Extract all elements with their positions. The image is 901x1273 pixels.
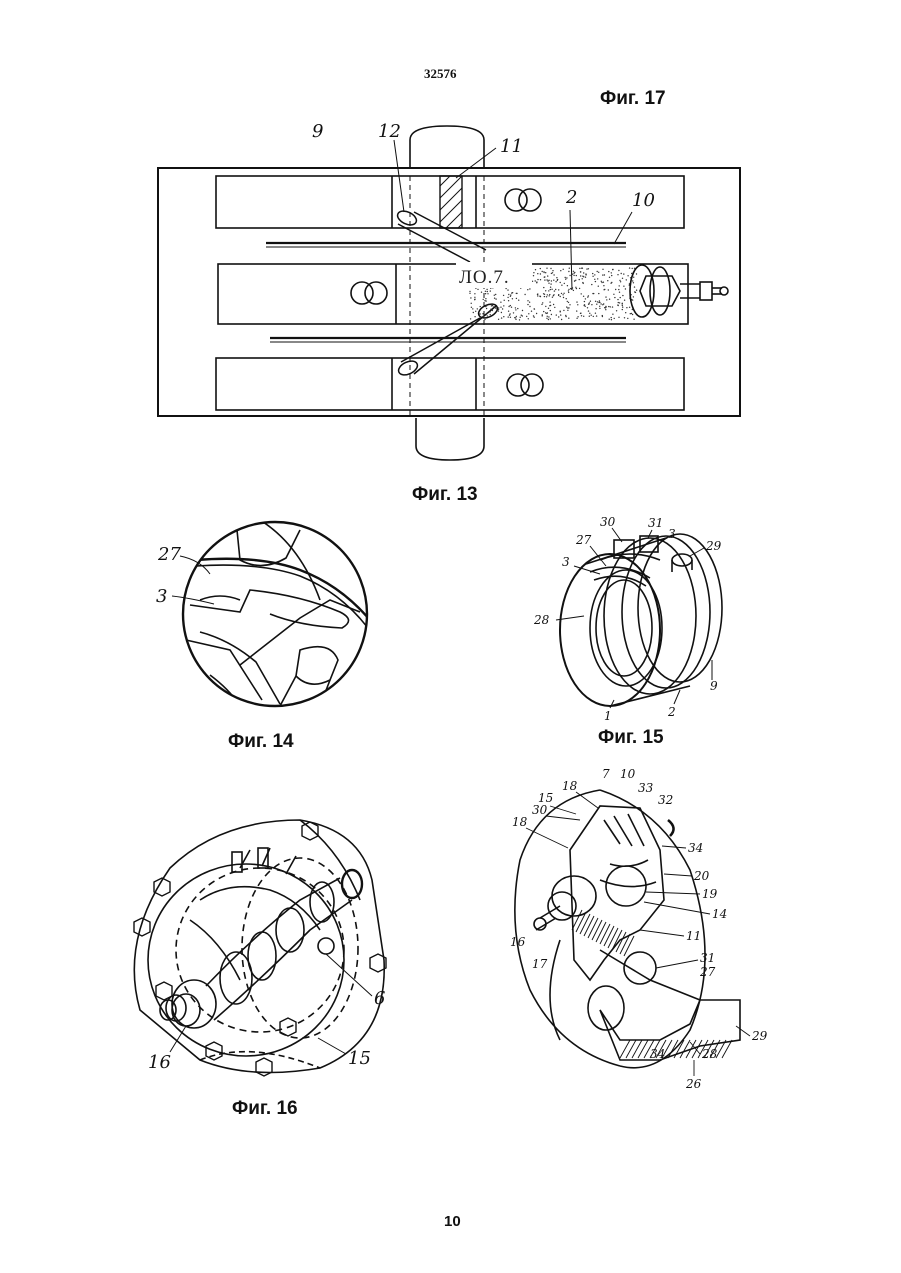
fig17-label-29: 29 bbox=[751, 1029, 768, 1043]
hatch-line bbox=[592, 920, 602, 940]
hatch-line bbox=[580, 914, 590, 934]
hatch-line bbox=[620, 1040, 630, 1058]
fig17-label-33: 33 bbox=[638, 781, 654, 795]
hatch-line bbox=[626, 1040, 636, 1058]
fig17-label-20: 20 bbox=[693, 869, 710, 883]
fig17-label-14: 14 bbox=[712, 907, 727, 921]
fig17-label-7: 7 bbox=[602, 767, 610, 781]
hatch-line bbox=[632, 1040, 642, 1058]
fig17-label-34-bottom: 34 bbox=[650, 1047, 665, 1061]
hatch-line bbox=[600, 924, 610, 944]
hatch-line bbox=[638, 1040, 648, 1058]
fig17-label-32: 32 bbox=[658, 793, 673, 807]
hatch-line bbox=[584, 916, 594, 936]
fig17-label-19: 19 bbox=[702, 887, 718, 901]
fig17-label-18-left: 18 bbox=[512, 815, 528, 829]
fig17-label-16: 16 bbox=[510, 935, 526, 949]
fig17-label-18-top: 18 bbox=[562, 779, 578, 793]
fig17-label-27: 27 bbox=[699, 965, 716, 979]
fig17-label-10: 10 bbox=[620, 767, 636, 781]
fig17-label-28: 28 bbox=[701, 1047, 718, 1061]
hatch-line bbox=[596, 922, 606, 942]
fig17-label-17: 17 bbox=[532, 957, 548, 971]
fig17-label-11: 11 bbox=[686, 929, 701, 943]
hatch-line bbox=[588, 918, 598, 938]
fig17-label-31: 31 bbox=[700, 951, 715, 965]
hatch-line bbox=[604, 926, 614, 946]
fig17-label-30: 30 bbox=[532, 803, 548, 817]
fig17-label-26: 26 bbox=[685, 1077, 702, 1091]
fig17-label-34-top: 34 bbox=[688, 841, 703, 855]
